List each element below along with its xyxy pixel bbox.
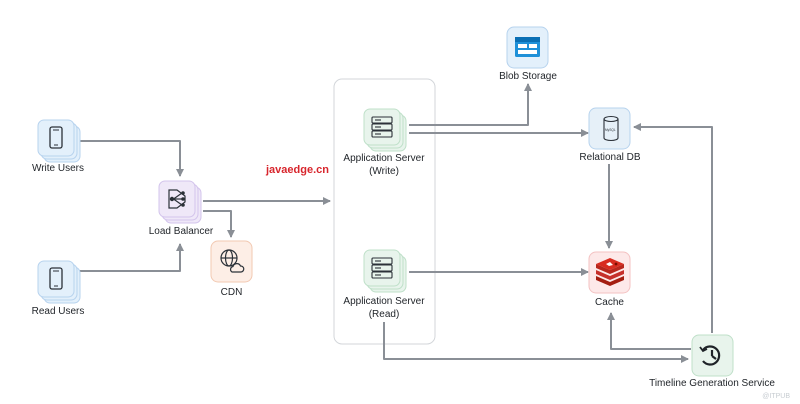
corner-mark: @ITPUB [762,393,790,400]
server-rack-icon [371,257,393,279]
server-rack-icon [371,116,393,138]
app-read-label-line1: Application Server [343,296,425,307]
load-balancer-label: Load Balancer [148,226,214,237]
edge-write-users-to-lb [78,140,184,177]
mobile-phone-icon [49,126,63,149]
app-read-label-line2: (Read) [368,309,400,320]
write-users-node [37,119,81,163]
app-server-read-node [363,249,407,293]
edge-lb-to-cdn [203,210,235,238]
blob-storage-label: Blob Storage [499,71,557,82]
database-cylinder-icon [603,115,619,142]
load-balancer-node [158,180,202,224]
cdn-label: CDN [220,287,243,298]
cdn-node [210,240,253,283]
cache-node [588,251,631,294]
relational-db-node: MySQL [588,107,631,150]
blob-storage-icon [515,37,540,57]
read-users-node [37,260,81,304]
history-clock-icon [699,345,721,366]
mobile-phone-icon [49,267,63,290]
cache-label: Cache [595,297,624,308]
edge-appr-to-timeline [383,322,689,363]
edge-timeline-to-db [633,123,713,333]
globe-cloud-icon [220,249,245,273]
edge-timeline-to-cache [607,312,691,350]
redis-stack-icon [596,258,624,286]
write-users-label: Write Users [31,163,85,174]
edge-appw-to-blob [409,83,532,126]
read-users-label: Read Users [31,306,85,317]
timeline-service-node [691,334,734,377]
app-server-write-node [363,108,407,152]
db-icon-text: MySQL [605,128,616,132]
edge-read-users-to-lb [78,243,184,272]
network-tree-icon [168,189,186,209]
blob-storage-node [506,26,549,69]
relational-db-label: Relational DB [579,152,641,163]
app-write-label-line2: (Write) [369,166,399,177]
app-write-label-line1: Application Server [343,153,425,164]
timeline-service-label: Timeline Generation Service [649,378,775,389]
